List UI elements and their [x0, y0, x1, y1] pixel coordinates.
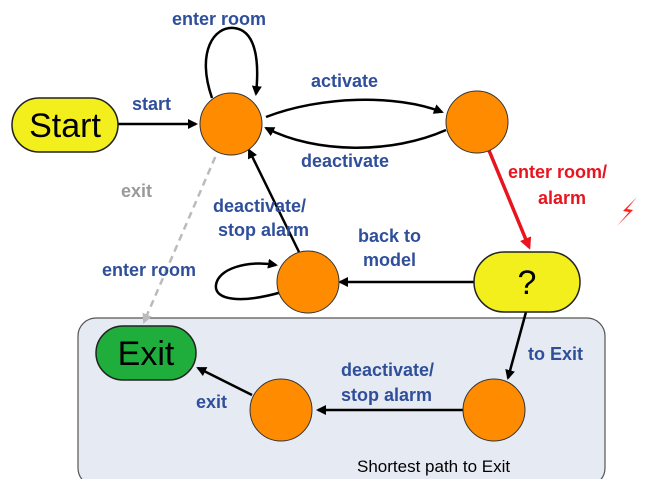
label-enter-room-alarm-2: alarm [538, 188, 586, 208]
start-node-label: Start [29, 107, 101, 145]
start-node [11, 97, 119, 153]
label-to-exit: to Exit [528, 344, 583, 364]
state-before-exit [249, 378, 313, 442]
label-deactivate: deactivate [301, 151, 389, 171]
edge-to-exit [505, 311, 528, 380]
label-exit-gray: exit [121, 181, 152, 201]
question-node-label: ? [518, 264, 537, 302]
state-back-to-model [276, 250, 340, 314]
label-back-to-model-2: model [363, 250, 416, 270]
state-idle [199, 92, 263, 156]
edge-self-loop-mid [214, 258, 283, 301]
label-start: start [132, 94, 171, 114]
label-exit-bottom: exit [196, 392, 227, 412]
lightning-icon [617, 197, 637, 226]
edge-exit-dashed [142, 145, 222, 324]
label-deactivate-stop-bottom-1: deactivate/ [341, 360, 434, 380]
state-to-exit [462, 378, 526, 442]
shortest-path-region [77, 317, 606, 479]
state-activated [445, 90, 509, 154]
label-enter-room-mid: enter room [102, 260, 196, 280]
label-deactivate-stop-bottom-2: stop alarm [341, 385, 432, 405]
edge-self-loop-top [204, 26, 262, 99]
edge-activate [265, 98, 444, 119]
label-enter-room-top: enter room [172, 9, 266, 29]
region-label: Shortest path to Exit [357, 457, 510, 476]
question-node [473, 251, 581, 313]
edge-exit [196, 366, 253, 397]
label-deactivate-stop-1: deactivate/ [213, 196, 306, 216]
edge-deactivate-stop-alarm [247, 148, 301, 253]
label-deactivate-stop-2: stop alarm [218, 220, 309, 240]
edge-enter-room-alarm [486, 147, 532, 250]
label-back-to-model-1: back to [358, 226, 421, 246]
label-activate: activate [311, 71, 378, 91]
label-enter-room-alarm-1: enter room/ [508, 162, 607, 182]
exit-node-label: Exit [118, 335, 175, 373]
edge-deactivate [264, 126, 447, 149]
exit-node [95, 325, 197, 381]
